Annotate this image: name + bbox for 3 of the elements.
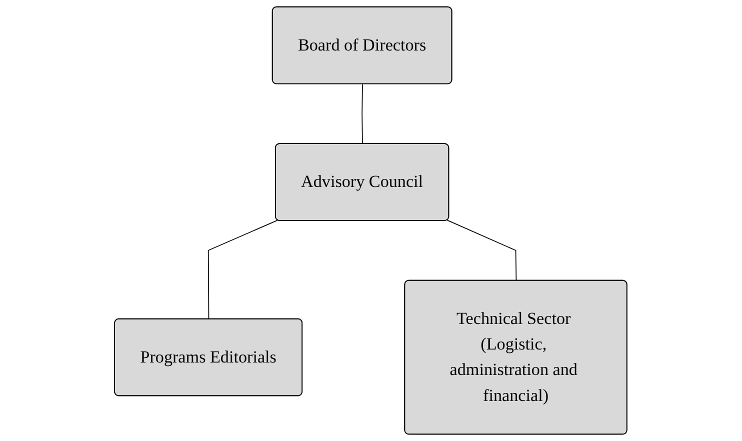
connector <box>362 84 364 144</box>
connector <box>208 220 278 320</box>
connector <box>447 220 517 282</box>
